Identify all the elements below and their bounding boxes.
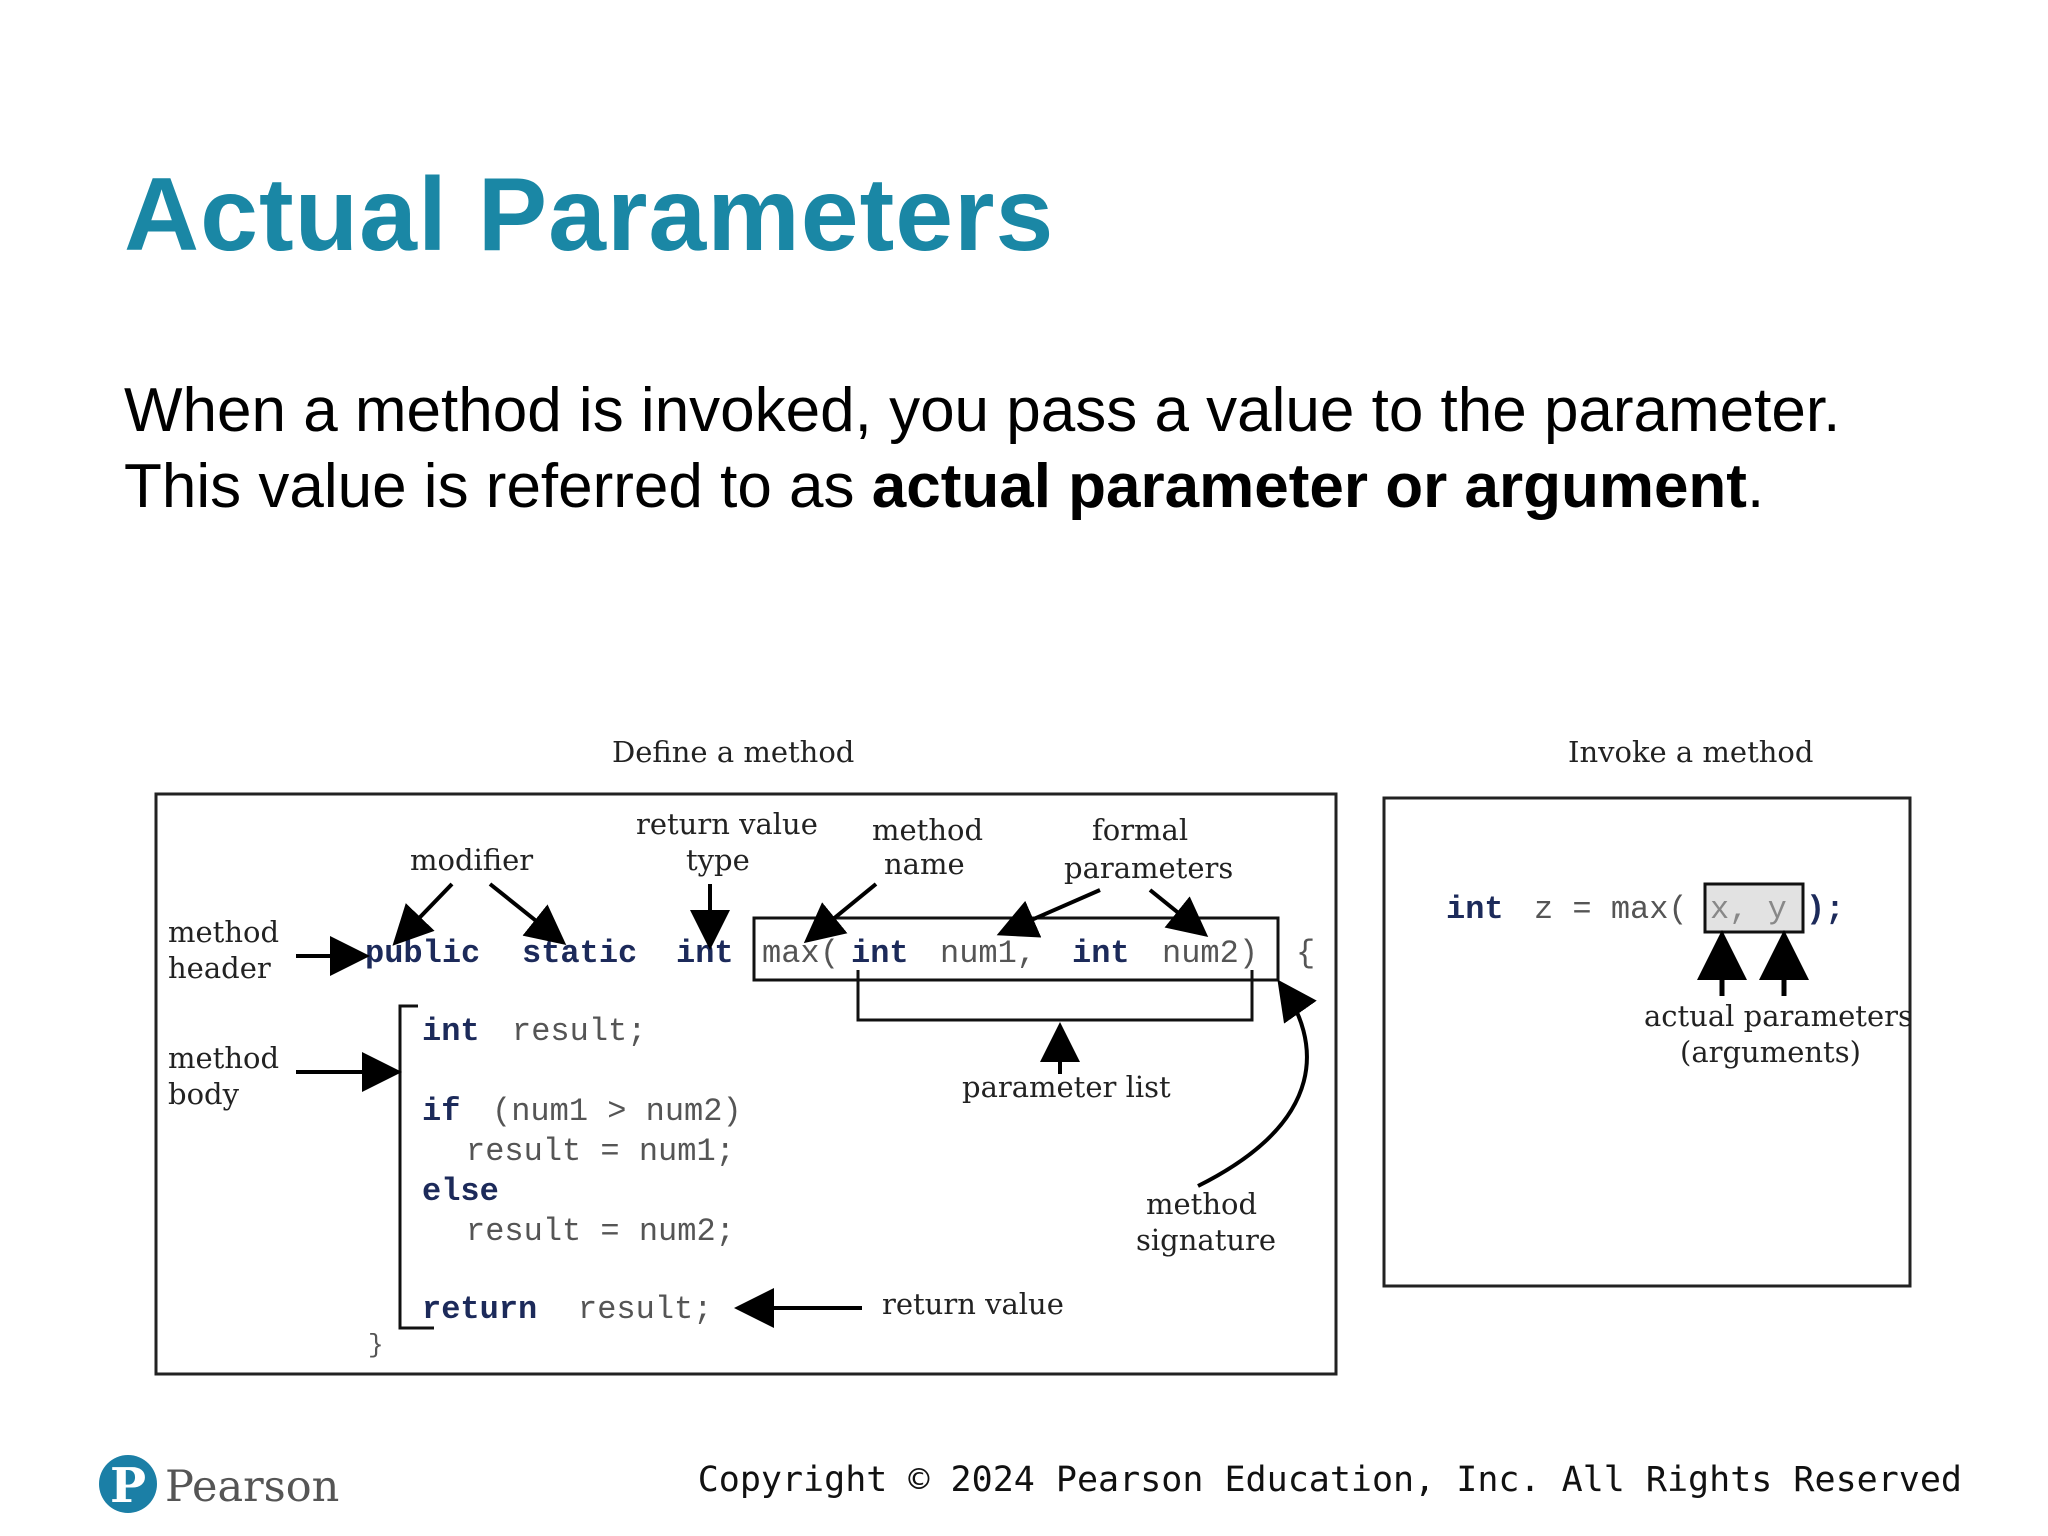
slide-title: Actual Parameters — [124, 157, 1055, 273]
body-line-2: This value is referred to as actual para… — [124, 449, 1984, 525]
arrow-modifier-static — [488, 882, 567, 945]
label-method-header-1: method — [168, 915, 279, 949]
code-num1: num1, — [940, 935, 1036, 972]
define-arrows — [296, 882, 1317, 1328]
label-method-body-1: method — [168, 1041, 279, 1075]
pearson-brand: Pearson — [165, 1462, 340, 1512]
label-method-body-2: body — [168, 1077, 240, 1111]
invoke-panel-caption: Invoke a method — [1568, 735, 1813, 769]
label-method-header-2: header — [168, 951, 271, 985]
arguments-box — [1703, 882, 1805, 934]
code-brace-open: { — [1296, 935, 1315, 972]
code-num2: num2) — [1162, 935, 1258, 972]
arrow-modifier-public — [392, 882, 454, 946]
arrow-formal-param-1 — [996, 888, 1101, 938]
arrow-formal-param-2 — [1148, 888, 1209, 938]
label-arguments: (arguments) — [1680, 1035, 1861, 1069]
arrow-method-name — [803, 882, 878, 944]
code-result-decl: result; — [512, 1013, 646, 1050]
invoke-arrows — [1697, 930, 1809, 996]
code-kw-int-4: int — [422, 1013, 480, 1050]
code-open-paren: ( — [820, 935, 839, 972]
label-actual-parameters: actual parameters — [1644, 999, 1913, 1033]
pearson-logo-letter: P — [110, 1458, 146, 1514]
code-brace-close: } — [368, 1330, 384, 1360]
invoke-assign: z = max( — [1534, 891, 1688, 928]
code-kw-if: if — [422, 1093, 460, 1130]
code-kw-int: int — [676, 935, 734, 972]
body-line-1: When a method is invoked, you pass a val… — [124, 376, 1841, 445]
code-condition: (num1 > num2) — [492, 1093, 742, 1130]
label-return-type-1: return value — [636, 807, 818, 841]
invoke-args: x, y — [1710, 891, 1787, 928]
label-modifier: modifier — [410, 843, 533, 877]
label-method-signature-1: method — [1146, 1187, 1257, 1221]
invoke-kw-int: int — [1446, 891, 1504, 928]
code-assign-1: result = num1; — [466, 1133, 735, 1170]
label-return-type-2: type — [686, 843, 750, 877]
invoke-end: ); — [1806, 891, 1844, 928]
code-return-expr: result; — [578, 1291, 712, 1328]
code-kw-else: else — [422, 1173, 499, 1210]
code-kw-return: return — [422, 1291, 537, 1328]
define-panel-caption: Define a method — [612, 735, 854, 769]
body-line-2-prefix: This value is referred to as — [124, 452, 872, 521]
code-kw-public: public — [365, 935, 480, 972]
invoke-panel-frame — [1382, 796, 1912, 1288]
pearson-logo-icon: P — [99, 1455, 157, 1514]
code-assign-2: result = num2; — [466, 1213, 735, 1250]
label-method-name-1: method — [872, 813, 983, 847]
label-method-name-2: name — [884, 847, 965, 881]
slide-body-text: When a method is invoked, you pass a val… — [124, 373, 1984, 525]
body-line-2-suffix: . — [1746, 452, 1765, 521]
body-line-2-bold: actual parameter or argument — [871, 452, 1747, 521]
define-panel-frame — [154, 792, 1338, 1376]
label-parameter-list: parameter list — [962, 1070, 1171, 1104]
arrow-method-signature — [1197, 979, 1317, 1188]
code-kw-int-2: int — [851, 935, 909, 972]
parameter-list-bracket — [856, 970, 1254, 1022]
label-return-value: return value — [882, 1287, 1064, 1321]
label-formal-parameters-2: parameters — [1064, 851, 1233, 885]
copyright-notice: Copyright © 2024 Pearson Education, Inc.… — [697, 1460, 1962, 1500]
label-formal-parameters-1: formal — [1092, 813, 1188, 847]
method-body-bracket — [398, 1004, 434, 1330]
code-kw-int-3: int — [1072, 935, 1130, 972]
code-method-name: max — [762, 935, 820, 972]
label-method-signature-2: signature — [1136, 1223, 1276, 1257]
code-kw-static: static — [522, 935, 637, 972]
